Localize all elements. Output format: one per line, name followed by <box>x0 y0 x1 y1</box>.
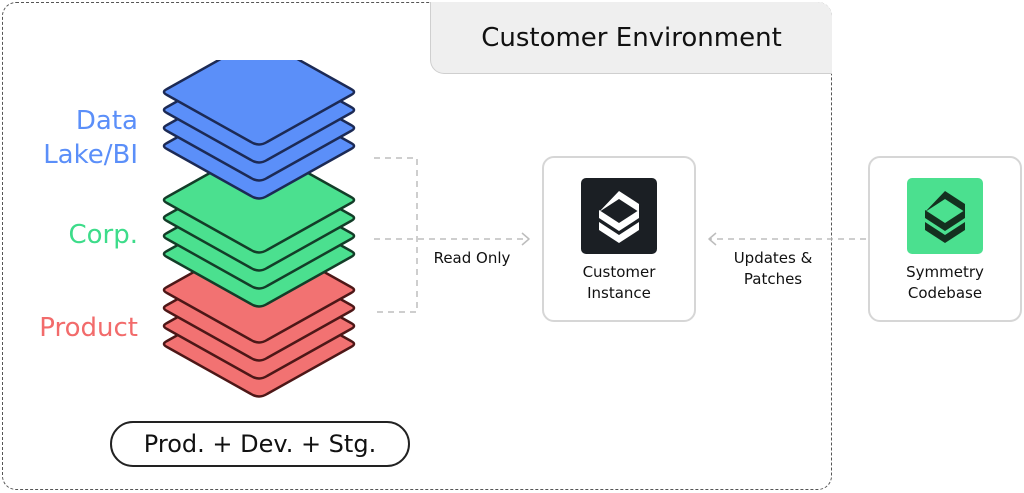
layer-slab-data-lake-1 <box>162 60 356 146</box>
environments-text: Prod. + Dev. + Stg. <box>143 430 377 458</box>
arrow-head-read-only <box>521 232 530 246</box>
customer-instance-logo-tile <box>581 178 657 254</box>
symmetry-logo-icon <box>599 191 639 243</box>
arrow-head-updates <box>708 232 717 246</box>
symmetry-codebase-logo-tile <box>907 178 983 254</box>
updates-patches-text: Updates &Patches <box>733 249 813 288</box>
layer-stack <box>162 60 356 398</box>
customer-environment-boundary <box>2 2 832 490</box>
customer-environment-title: Customer Environment <box>481 22 782 53</box>
read-only-label: Read Only <box>433 249 511 267</box>
layer-label-product: Product <box>39 313 138 343</box>
environments-pill: Prod. + Dev. + Stg. <box>110 421 410 467</box>
updates-patches-label: Updates &Patches <box>718 248 828 290</box>
symmetry-logo-icon <box>925 191 965 243</box>
customer-environment-tab: Customer Environment <box>430 2 832 74</box>
connector-data-lake <box>374 157 418 313</box>
layer-label-corp: Corp. <box>68 220 138 250</box>
